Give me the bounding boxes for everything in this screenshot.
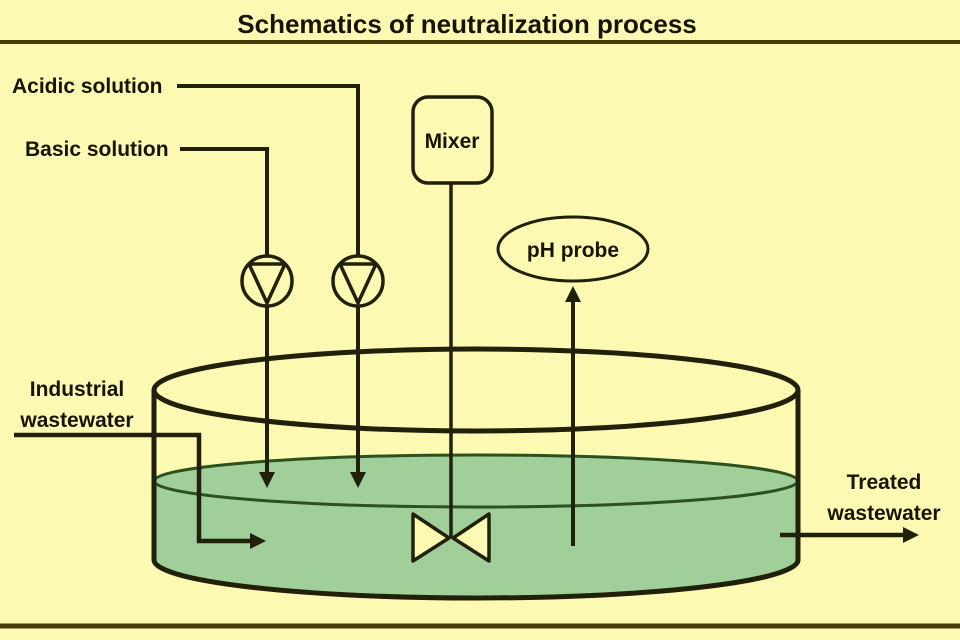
tank [151, 346, 801, 601]
mixer-box [411, 95, 494, 185]
mixer: Mixer [411, 95, 494, 563]
outlet-arrowhead-icon [903, 527, 919, 543]
outlet-pipe [780, 527, 919, 543]
mixer-label: Mixer [425, 130, 480, 153]
impeller-left-blade-icon [411, 512, 451, 563]
pump-triangle-icon [247, 262, 287, 305]
liquid-surface [152, 453, 800, 509]
acidic-feed-pipe [177, 84, 360, 474]
acidic-solution-label: Acidic solution [12, 75, 163, 98]
pump-circle-icon [331, 254, 385, 308]
tank-bottom [151, 559, 801, 601]
ph-probe: pH probe [496, 215, 650, 546]
treated-wastewater-label: Treated wastewater [826, 471, 940, 525]
ph-probe-bubble [496, 215, 650, 283]
page-title: Schematics of neutralization process [237, 9, 696, 39]
impeller-right-blade-icon [451, 512, 491, 563]
inlet-arrowhead-icon [250, 533, 266, 549]
basic-feed-arrowhead-icon [259, 472, 275, 488]
pump-circle-icon [240, 254, 294, 308]
basic-solution-label: Basic solution [25, 138, 169, 161]
treated-wastewater-label-line2: wastewater [826, 502, 940, 525]
pump-triangle-icon [338, 262, 378, 305]
ph-probe-label: pH probe [527, 239, 619, 262]
basic-feed-pipe [180, 147, 269, 474]
industrial-wastewater-label-line1: Industrial [30, 378, 125, 401]
inlet-pipe-line [14, 432, 250, 544]
inlet-pipe [14, 432, 266, 549]
pump-acidic [331, 254, 385, 308]
acidic-feed-arrowhead-icon [350, 472, 366, 488]
tank-rim [151, 346, 801, 434]
ph-probe-arrowhead-icon [565, 286, 581, 302]
industrial-wastewater-label-line2: wastewater [19, 409, 133, 432]
industrial-wastewater-label: Industrial wastewater [19, 378, 133, 432]
acidic-feed-line [177, 84, 366, 488]
pump-basic [240, 254, 294, 308]
treated-wastewater-label-line1: Treated [847, 471, 922, 494]
basic-feed-line [180, 147, 275, 488]
